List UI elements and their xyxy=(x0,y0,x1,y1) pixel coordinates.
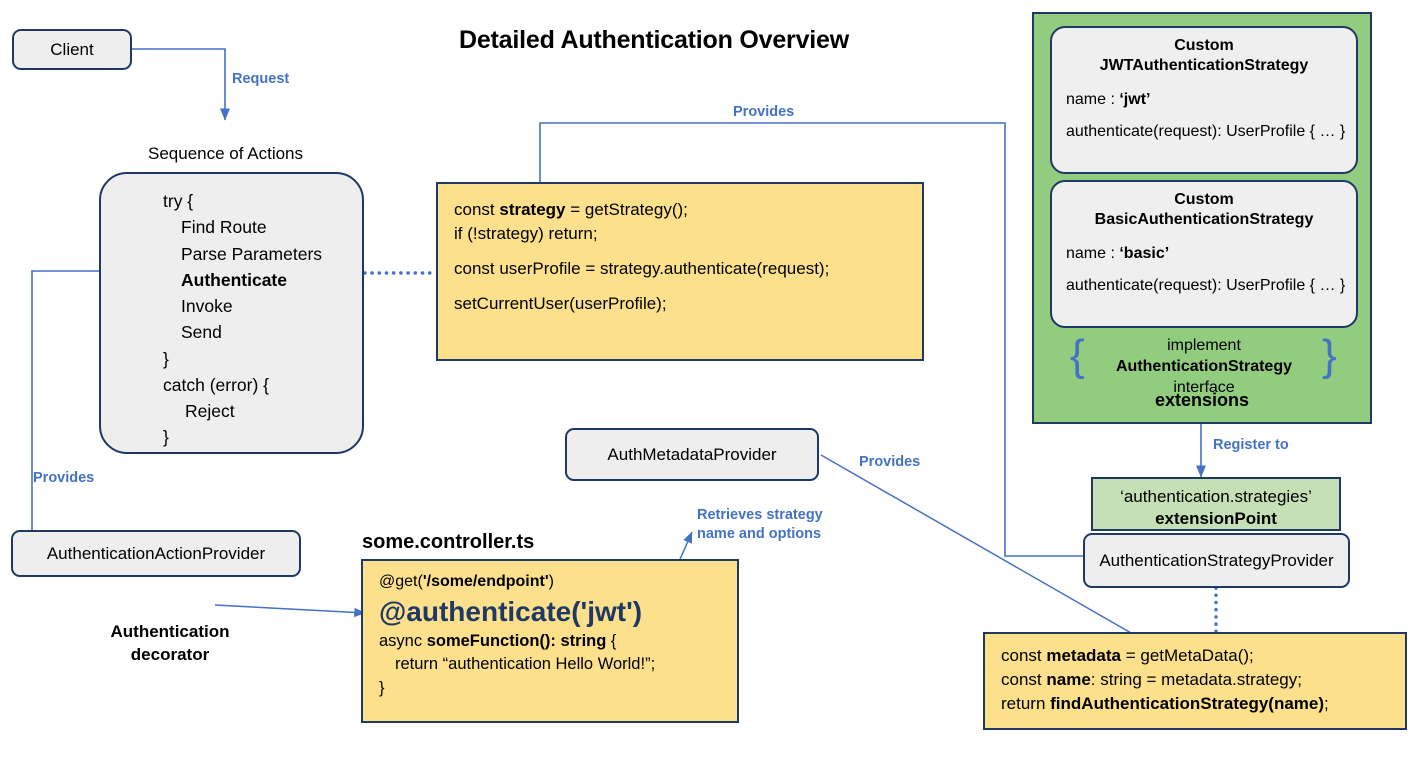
wire-label-provides-top: Provides xyxy=(733,104,795,120)
note-line-1: Authentication xyxy=(110,622,230,641)
brace-left-icon: { xyxy=(1070,331,1085,380)
card-basic-method-row: authenticate(request): UserProfile { … } xyxy=(1066,276,1346,294)
node-auth-metadata-provider-label: AuthMetadataProvider xyxy=(607,444,777,464)
implement-line-2: AuthenticationStrategy interface xyxy=(1115,357,1292,396)
sequence-line-authenticate: Authenticate xyxy=(181,269,287,290)
card-basic-name-row: name : ‘basic’ xyxy=(1066,244,1170,262)
node-authentication-action-provider[interactable]: AuthenticationActionProvider xyxy=(11,530,301,577)
sequence-line: Find Route xyxy=(181,217,267,238)
extension-point-line1: ‘authentication.strategies’ xyxy=(1120,487,1312,506)
code-line: return “authentication Hello World!”; xyxy=(395,655,656,674)
card-jwt-name-row: name : ‘jwt’ xyxy=(1066,90,1151,108)
card-jwt-title-line1: Custom xyxy=(1174,37,1234,54)
label-extensions: extensions xyxy=(1154,390,1250,410)
node-extension-point[interactable]: ‘authentication.strategies’ extensionPoi… xyxy=(1091,477,1341,531)
card-jwt-strategy[interactable]: Custom JWTAuthenticationStrategy name : … xyxy=(1050,26,1358,174)
retrieves-line-2: name and options xyxy=(697,525,822,542)
card-jwt-method-row: authenticate(request): UserProfile { … } xyxy=(1066,122,1346,140)
node-sequence-of-actions[interactable]: try { Find Route Parse Parameters Authen… xyxy=(99,172,364,454)
code-line: async someFunction(): string { xyxy=(379,631,617,650)
page-title: Detailed Authentication Overview xyxy=(459,26,849,54)
note-line-2: decorator xyxy=(130,644,210,664)
label-controller-filename: some.controller.ts xyxy=(362,531,535,553)
card-basic-title-line2: BasicAuthenticationStrategy xyxy=(1094,211,1314,229)
wire-label-retrieves-strategy: Retrieves strategy name and options xyxy=(697,506,823,544)
code-line: const metadata = getMetaData(); xyxy=(1001,646,1254,665)
panel-extensions: Custom JWTAuthenticationStrategy name : … xyxy=(1032,12,1372,424)
sequence-line: Send xyxy=(181,322,222,343)
card-jwt-title-line2: JWTAuthenticationStrategy xyxy=(1099,57,1309,75)
wire-client-to-sequence xyxy=(132,48,230,121)
code-line: setCurrentUser(userProfile); xyxy=(454,294,667,314)
card-basic-title: Custom BasicAuthenticationStrategy xyxy=(1066,190,1342,231)
code-line-authenticate-decorator: @authenticate('jwt') xyxy=(379,595,643,627)
sequence-line: Reject xyxy=(185,401,235,421)
code-line: @get('/some/endpoint') xyxy=(379,573,554,590)
sequence-list: try { Find Route Parse Parameters Authen… xyxy=(163,188,322,451)
wire-note-to-decorator xyxy=(214,604,366,618)
node-client-label: Client xyxy=(50,39,94,59)
sequence-caption: Sequence of Actions xyxy=(148,144,304,163)
extension-point-line2: extensionPoint xyxy=(1155,509,1277,529)
brace-right-icon: } xyxy=(1322,331,1337,380)
code-block-metadata: const metadata = getMetaData(); const na… xyxy=(983,632,1407,730)
code-block-strategy: const strategy = getStrategy(); if (!str… xyxy=(436,182,924,361)
note-implement-interface: implement AuthenticationStrategy interfa… xyxy=(1090,336,1318,398)
wire-label-provides-left: Provides xyxy=(33,470,95,486)
wire-label-provides-metadata: Provides xyxy=(859,454,921,470)
code-line: } xyxy=(379,678,385,697)
sequence-line: } xyxy=(163,427,169,448)
code-line: if (!strategy) return; xyxy=(454,224,598,244)
sequence-line: Parse Parameters xyxy=(181,243,323,264)
wire-label-request: Request xyxy=(232,71,290,87)
sequence-line: Invoke xyxy=(181,296,233,316)
sequence-line: } xyxy=(163,348,169,369)
code-line: const strategy = getStrategy(); xyxy=(454,200,688,219)
node-authentication-action-provider-label: AuthenticationActionProvider xyxy=(46,543,266,563)
card-basic-title-line1: Custom xyxy=(1174,191,1234,208)
retrieves-line-1: Retrieves strategy xyxy=(697,507,823,523)
wire-label-register-to: Register to xyxy=(1213,437,1289,453)
code-line: const userProfile = strategy.authenticat… xyxy=(454,259,830,279)
node-authentication-strategy-provider-label: AuthenticationStrategyProvider xyxy=(1099,550,1334,570)
code-block-controller: @get('/some/endpoint') @authenticate('jw… xyxy=(361,559,739,723)
code-line: const name: string = metadata.strategy; xyxy=(1001,670,1302,690)
node-client[interactable]: Client xyxy=(12,29,132,70)
implement-line-1: implement xyxy=(1167,337,1241,354)
sequence-line: try { xyxy=(163,191,194,211)
code-line: return findAuthenticationStrategy(name); xyxy=(1001,694,1329,714)
card-basic-strategy[interactable]: Custom BasicAuthenticationStrategy name … xyxy=(1050,180,1358,328)
node-auth-metadata-provider[interactable]: AuthMetadataProvider xyxy=(565,428,819,481)
sequence-line: catch (error) { xyxy=(163,374,269,395)
note-authentication-decorator: Authentication decorator xyxy=(80,621,260,667)
node-authentication-strategy-provider[interactable]: AuthenticationStrategyProvider xyxy=(1083,533,1350,588)
card-jwt-title: Custom JWTAuthenticationStrategy xyxy=(1066,36,1342,77)
